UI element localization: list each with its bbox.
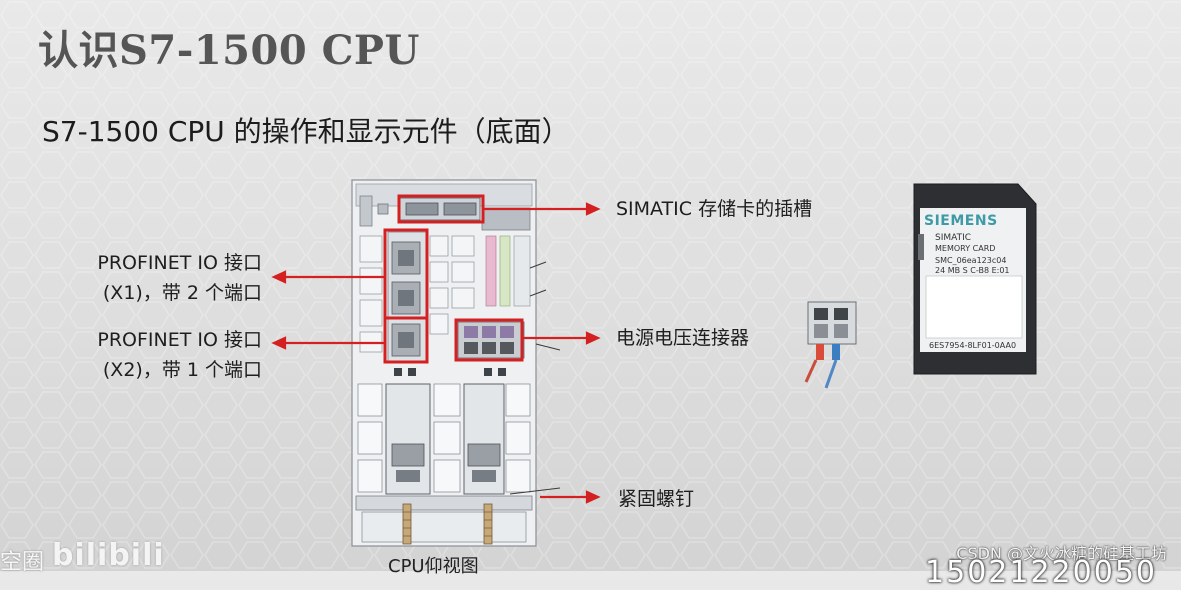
callout-arrows: [271, 202, 601, 504]
profinet-x1-label: PROFINET IO 接口 (X1)，带 2 个端口: [60, 248, 262, 308]
power-plug-image: [804, 301, 857, 389]
leader-lines: [509, 261, 561, 495]
cpu-diagram: [271, 179, 1037, 547]
memory-card-line2: MEMORY CARD: [935, 244, 996, 253]
power-connector-label: 电源电压连接器: [616, 327, 750, 349]
memory-card-line3: SMC_06ea123c04: [935, 256, 1007, 265]
page-title: 认识S7-1500 CPU: [38, 27, 420, 74]
page-subtitle: S7-1500 CPU 的操作和显示元件（底面）: [42, 115, 570, 148]
x2-port-highlight: [383, 316, 429, 364]
profinet-x1-label-line2: (X1)，带 2 个端口: [102, 282, 262, 304]
profinet-x2-label: PROFINET IO 接口 (X2)，带 1 个端口: [60, 325, 262, 385]
csdn-watermark: CSDN @文火冰糖的硅基工坊: [956, 544, 1167, 563]
memory-card-line4: 24 MB S C-B8 E:01: [935, 266, 1010, 275]
memory-card-brand: SIEMENS: [924, 213, 998, 229]
profinet-x1-label-line1: PROFINET IO 接口: [97, 252, 262, 274]
memory-card-line1: SIMATIC: [935, 233, 972, 243]
profinet-x2-label-line1: PROFINET IO 接口: [97, 329, 262, 351]
bilibili-watermark: bilibili: [52, 538, 165, 573]
sd-slot-label: SIMATIC 存储卡的插槽: [616, 198, 813, 220]
memory-card-image: [913, 183, 1037, 375]
memory-card-part-number: 6ES7954-8LF01-0AA0: [929, 341, 1017, 350]
screws-label: 紧固螺钉: [618, 488, 695, 510]
number-watermark: 15021220050: [925, 555, 1157, 590]
power-connector-highlight: [454, 318, 524, 362]
profinet-x2-label-line2: (X2)，带 1 个端口: [102, 359, 262, 381]
watermark-left: 空圈: [0, 550, 45, 575]
cpu-bottom-view: [351, 179, 537, 547]
figure-caption: CPU仰视图: [388, 556, 479, 577]
